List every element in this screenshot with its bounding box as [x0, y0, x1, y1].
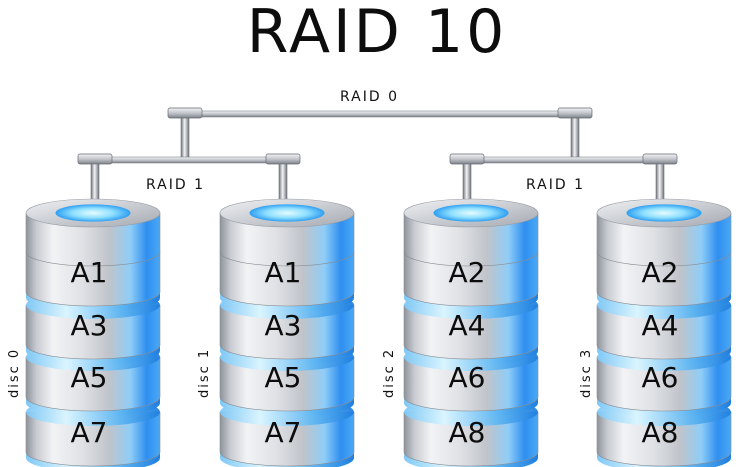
- raid0-drop-left: [180, 113, 190, 159]
- disk-1-cap: [219, 212, 355, 267]
- disk-3-block-3-label: A8: [642, 416, 679, 449]
- disk-0-block-2: [25, 356, 161, 412]
- disk-0-block-1-label: A3: [71, 309, 108, 342]
- disk-2-block-3: [403, 411, 539, 467]
- disk-3-block-2-label: A6: [642, 361, 679, 394]
- raid1-label-right: RAID 1: [526, 177, 585, 193]
- disk-1-block-1-label: A3: [265, 309, 302, 342]
- disk-0-block-3-label: A7: [71, 416, 108, 449]
- disk-2-block-2-label: A6: [449, 361, 486, 394]
- raid1-cap-0: [77, 153, 113, 165]
- raid1-bar-right: [466, 156, 661, 164]
- disk-2-block-0-label: A2: [449, 256, 486, 289]
- raid1-cap-1: [265, 153, 301, 165]
- disk-1-block-3-label: A7: [265, 416, 302, 449]
- disk-2-block-0: [403, 251, 539, 307]
- raid0-label: RAID 0: [340, 89, 399, 105]
- disk-2-block-1-label: A4: [449, 309, 486, 342]
- disk-0-block-0: [25, 251, 161, 307]
- raid1-cap-2: [449, 153, 485, 165]
- disk-3-block-1-label: A4: [642, 309, 679, 342]
- disk-3-cap: [596, 212, 732, 267]
- raid-labels: RAID 0 RAID 1 RAID 1: [146, 89, 585, 193]
- disk-3-block-2: [596, 356, 732, 412]
- disk-3-name: disc 3: [579, 348, 594, 398]
- raid0-cap-right: [557, 107, 593, 119]
- disk-1-block-0-label: A1: [265, 256, 302, 289]
- disk-2-block-1: [403, 304, 539, 360]
- disk-1-block-2-label: A5: [265, 361, 302, 394]
- disk-1-block-1: [219, 304, 355, 360]
- disk-1-block-0: [219, 251, 355, 307]
- raid0-cap-left: [167, 107, 203, 119]
- disk-0-block-1: [25, 304, 161, 360]
- raid0-bar: [184, 110, 576, 118]
- disk-0-top-glow: [55, 204, 131, 222]
- disk-0-cap: [25, 212, 161, 267]
- disk-3-block-3: [596, 411, 732, 467]
- disk-2-block-3-label: A8: [449, 416, 486, 449]
- disk-1-name: disc 1: [197, 348, 212, 398]
- disk-3-block-1: [596, 304, 732, 360]
- disk-0-name: disc 0: [7, 348, 22, 398]
- diagram-title: RAID 10: [246, 0, 508, 67]
- disk-3-block-0: [596, 251, 732, 307]
- disk-3-block-0-label: A2: [642, 256, 679, 289]
- disk-2-cap: [403, 212, 539, 267]
- disk-2-top-glow: [433, 204, 509, 222]
- disk-2-block-2: [403, 356, 539, 412]
- raid1-label-left: RAID 1: [146, 177, 205, 193]
- raid1-bar-left: [94, 156, 284, 164]
- disk-3-top-glow: [626, 204, 702, 222]
- disk-0-block-2-label: A5: [71, 361, 108, 394]
- connection-pipes: [77, 107, 678, 211]
- raid0-drop-right: [570, 113, 580, 159]
- disk-1-block-2: [219, 356, 355, 412]
- disk-1-top-glow: [249, 204, 325, 222]
- disk-2-name: disc 2: [382, 348, 397, 398]
- disk-1-block-3: [219, 411, 355, 467]
- disk-0-block-3: [25, 411, 161, 467]
- raid1-cap-3: [642, 153, 678, 165]
- disk-0-block-0-label: A1: [71, 256, 108, 289]
